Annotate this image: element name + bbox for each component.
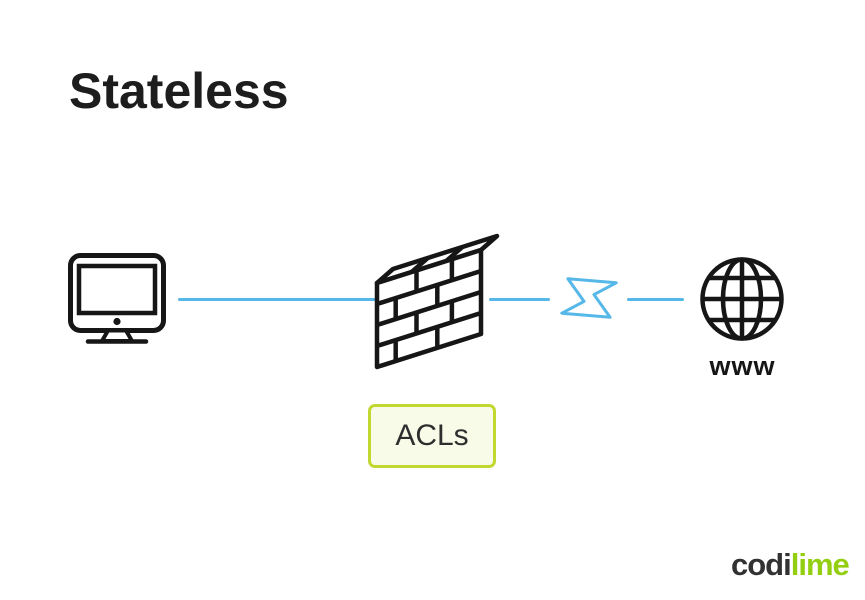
acl-callout-box: ACLs (368, 404, 496, 468)
acl-label: ACLs (395, 419, 469, 452)
page-title: Stateless (69, 63, 289, 119)
network-link-line-left (178, 298, 376, 301)
lightning-bolt-icon (560, 277, 618, 319)
codilime-logo: codilime (731, 547, 850, 583)
firewall-brick-wall-icon (374, 233, 500, 370)
globe-icon (700, 257, 784, 341)
desktop-computer-icon (68, 253, 166, 344)
network-link-line-middle (489, 298, 550, 301)
www-label: www (709, 351, 776, 381)
network-link-line-right (627, 298, 684, 301)
logo-prefix: codi (731, 547, 792, 582)
logo-suffix: lime (790, 547, 850, 582)
